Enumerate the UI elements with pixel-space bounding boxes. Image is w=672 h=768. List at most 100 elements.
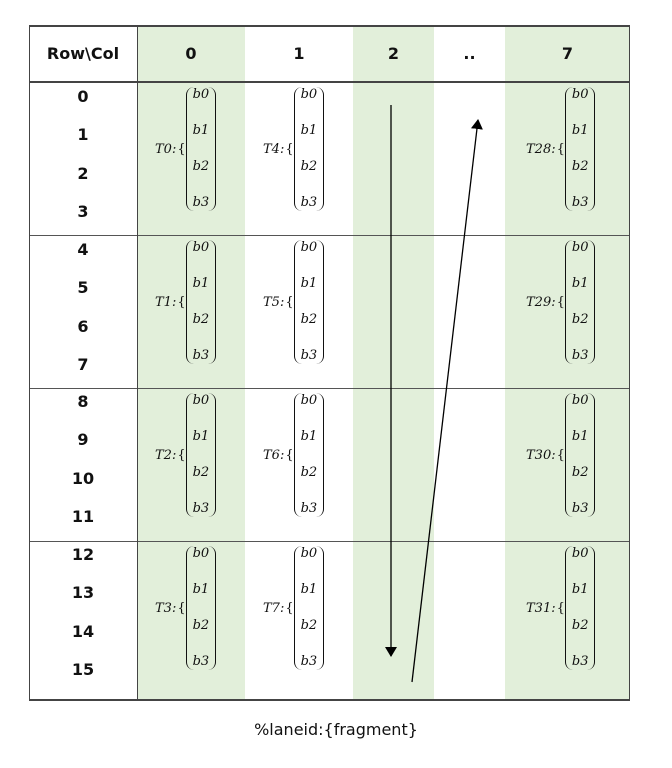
- thread-label: T29:: [526, 294, 556, 310]
- fragment-elements: b0 b1 b2 b3: [185, 546, 217, 670]
- fragment-elements: b0 b1 b2 b3: [185, 393, 217, 517]
- element: b1: [571, 582, 589, 597]
- element: b0: [300, 240, 318, 255]
- row-label: 6: [77, 317, 89, 336]
- thread-label: T28:: [526, 141, 556, 157]
- header-col-2: 2: [387, 44, 400, 63]
- element: b2: [571, 312, 589, 327]
- element: b1: [300, 429, 318, 444]
- fragment-elements: b0 b1 b2 b3: [293, 240, 325, 364]
- element: b0: [300, 87, 318, 102]
- element: b2: [300, 312, 318, 327]
- element: b3: [300, 654, 318, 669]
- element: b1: [192, 429, 210, 444]
- row-label: 8: [77, 392, 89, 411]
- column-7-background: [505, 25, 630, 701]
- row-label-divider: [137, 25, 138, 701]
- fragment-T3: T3: { b0 b1 b2 b3: [155, 546, 217, 670]
- thread-label: T6:: [263, 447, 285, 463]
- fragment-elements: b0 b1 b2 b3: [185, 87, 217, 211]
- left-border: [29, 25, 30, 701]
- element: b3: [192, 195, 210, 210]
- fragment-T7: T7: { b0 b1 b2 b3: [263, 546, 325, 670]
- left-brace-icon: {: [177, 447, 186, 463]
- thread-label: T5:: [263, 294, 285, 310]
- fragment-T28: T28: { b0 b1 b2 b3: [526, 87, 596, 211]
- fragment-elements: b0 b1 b2 b3: [293, 393, 325, 517]
- row-label: 0: [77, 87, 89, 106]
- element: b0: [192, 240, 210, 255]
- thread-label: T4:: [263, 141, 285, 157]
- header-divider: [29, 81, 630, 83]
- left-brace-icon: {: [285, 600, 294, 616]
- fragment-elements: b0 b1 b2 b3: [564, 240, 596, 364]
- left-brace-icon: {: [177, 141, 186, 157]
- element: b0: [571, 240, 589, 255]
- header-corner: Row\Col: [46, 44, 120, 63]
- row-group-divider-1: [29, 235, 630, 236]
- element: b2: [192, 159, 210, 174]
- thread-label: T0:: [155, 141, 177, 157]
- element: b1: [192, 123, 210, 138]
- element: b3: [300, 348, 318, 363]
- element: b2: [192, 618, 210, 633]
- element: b3: [300, 195, 318, 210]
- row-label: 14: [71, 622, 95, 641]
- element: b2: [300, 618, 318, 633]
- element: b1: [192, 276, 210, 291]
- top-border: [29, 25, 630, 27]
- layout-table: Row\Col 0 1 2 .. 7 0 1 2 3 4 5 6 7 8 9 1…: [29, 25, 630, 701]
- element: b3: [571, 195, 589, 210]
- bottom-border: [29, 699, 630, 701]
- left-brace-icon: {: [177, 600, 186, 616]
- fragment-T29: T29: { b0 b1 b2 b3: [526, 240, 596, 364]
- fragment-elements: b0 b1 b2 b3: [293, 546, 325, 670]
- element: b3: [571, 348, 589, 363]
- thread-label: T30:: [526, 447, 556, 463]
- fragment-T2: T2: { b0 b1 b2 b3: [155, 393, 217, 517]
- left-brace-icon: {: [177, 294, 186, 310]
- row-label: 7: [77, 355, 89, 374]
- row-label: 15: [71, 660, 95, 679]
- element: b0: [571, 393, 589, 408]
- left-brace-icon: {: [285, 447, 294, 463]
- fragment-elements: b0 b1 b2 b3: [564, 546, 596, 670]
- fragment-T4: T4: { b0 b1 b2 b3: [263, 87, 325, 211]
- element: b1: [300, 123, 318, 138]
- left-brace-icon: {: [556, 447, 565, 463]
- element: b3: [192, 348, 210, 363]
- thread-label: T3:: [155, 600, 177, 616]
- thread-label: T1:: [155, 294, 177, 310]
- element: b3: [192, 501, 210, 516]
- element: b0: [300, 546, 318, 561]
- element: b0: [192, 546, 210, 561]
- fragment-T31: T31: { b0 b1 b2 b3: [526, 546, 596, 670]
- element: b2: [192, 465, 210, 480]
- element: b0: [571, 546, 589, 561]
- up-diagonal-arrow-icon: [411, 119, 483, 683]
- fragment-T5: T5: { b0 b1 b2 b3: [263, 240, 325, 364]
- element: b2: [571, 465, 589, 480]
- element: b0: [192, 393, 210, 408]
- row-label: 9: [77, 430, 89, 449]
- element: b2: [192, 312, 210, 327]
- fragment-elements: b0 b1 b2 b3: [564, 87, 596, 211]
- row-label: 13: [71, 583, 95, 602]
- left-brace-icon: {: [285, 294, 294, 310]
- row-label: 5: [77, 278, 89, 297]
- fragment-T0: T0: { b0 b1 b2 b3: [155, 87, 217, 211]
- fragment-T30: T30: { b0 b1 b2 b3: [526, 393, 596, 517]
- caption: %laneid:{fragment}: [254, 720, 418, 739]
- element: b1: [571, 276, 589, 291]
- fragment-T6: T6: { b0 b1 b2 b3: [263, 393, 325, 517]
- row-label: 2: [77, 164, 89, 183]
- row-label: 12: [71, 545, 95, 564]
- thread-label: T2:: [155, 447, 177, 463]
- element: b1: [571, 123, 589, 138]
- header-col-ellipsis: ..: [463, 44, 476, 63]
- element: b2: [300, 465, 318, 480]
- row-label: 4: [77, 240, 89, 259]
- element: b3: [571, 654, 589, 669]
- thread-label: T7:: [263, 600, 285, 616]
